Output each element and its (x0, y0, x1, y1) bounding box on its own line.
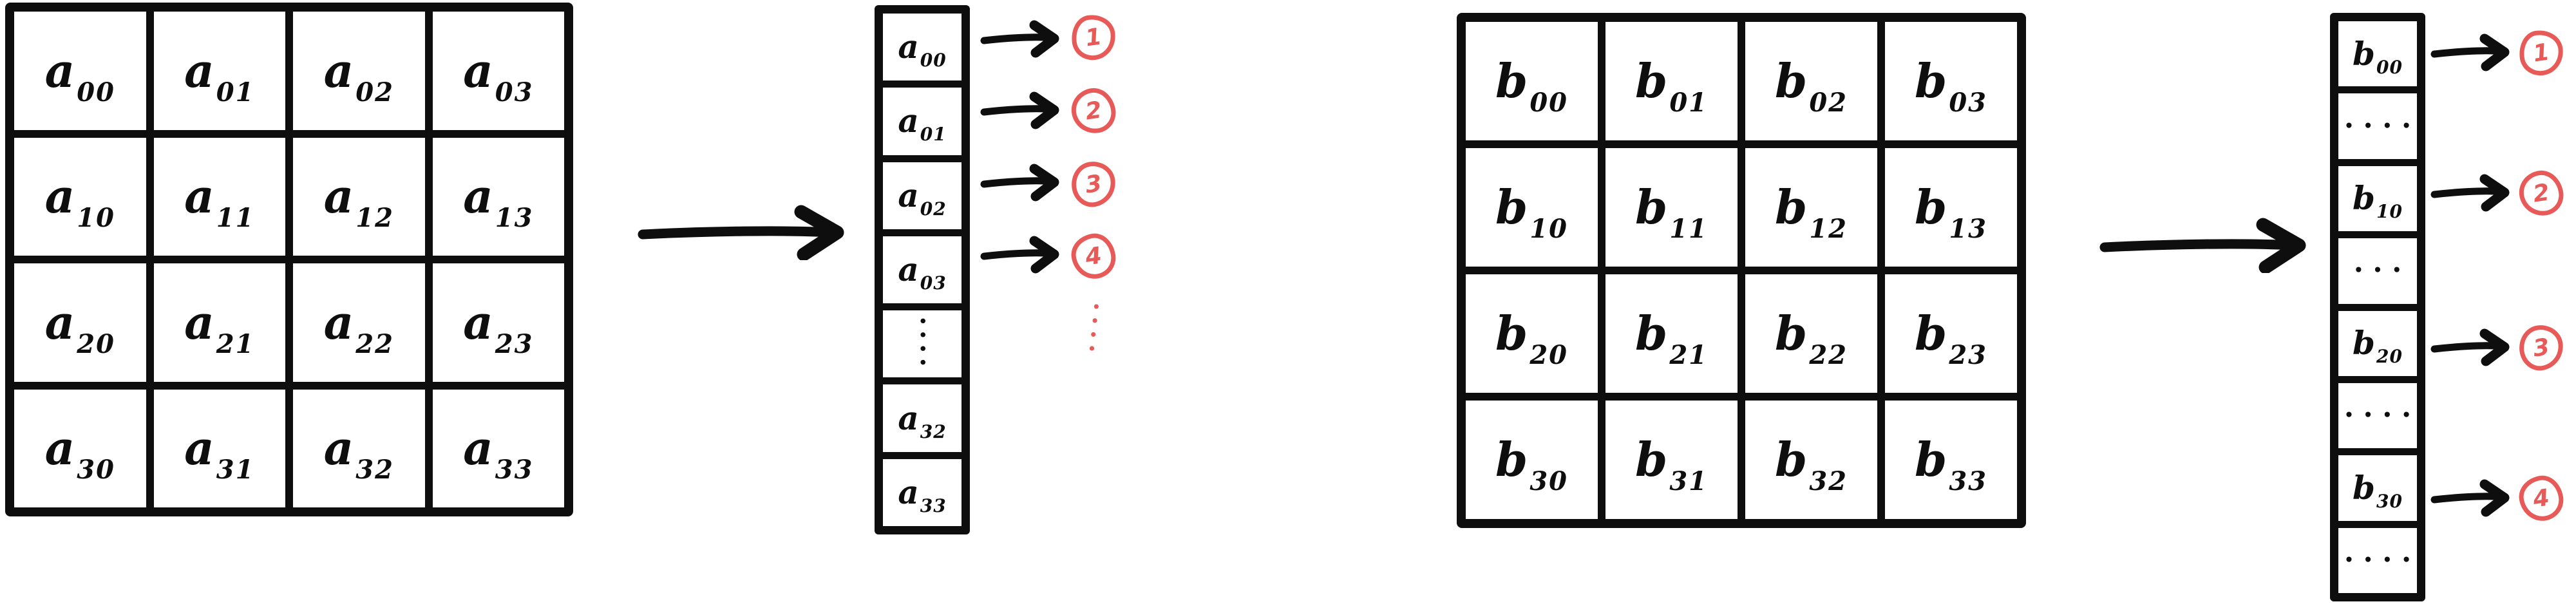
vertical-ellipsis: •••• (914, 316, 931, 372)
memcol-a-cell-a02: a02 (883, 162, 961, 229)
order-marker-b-3: 3 (2516, 322, 2566, 373)
order-marker-b-1: 1 (2516, 27, 2566, 79)
matrix-a-cell-a20: a20 (14, 263, 146, 382)
matrix-b-cell-b32: b32 (1745, 401, 1877, 519)
order-marker-a-2: 2 (1068, 85, 1119, 137)
memory-column-a: a00 a01 a02 a03 •••• a32 a33 (875, 5, 970, 534)
matrix-b-cell-b00: b00 (1466, 22, 1598, 140)
order-marker-a-1: 1 (1068, 12, 1119, 63)
flatten-arrow-a-icon (636, 203, 858, 260)
memcol-b-cell-b00: b00 (2338, 21, 2417, 87)
matrix-b-cell-b13: b13 (1885, 148, 2017, 267)
matrix-a-cell-a10: a10 (14, 137, 146, 256)
memcol-b-cell-gap4: •••• (2338, 527, 2417, 593)
matrix-a: a00 a01 a02 a03 a10 a11 a12 a13 a20 a21 … (5, 3, 573, 516)
memcol-a-cell-ellipsis: •••• (883, 310, 961, 378)
memcol-a-cell-a32: a32 (883, 384, 961, 452)
matrix-b-cell-b11: b11 (1605, 148, 1738, 267)
matrix-a-cell-a02: a02 (293, 12, 425, 130)
skipped-elements-dots: •••• (2344, 551, 2417, 569)
cell-label: a (44, 42, 75, 98)
matrix-a-cell-a22: a22 (293, 263, 425, 382)
matrix-a-cell-a12: a12 (293, 137, 425, 256)
access-arrow-b-4-icon (2429, 478, 2514, 518)
flatten-arrow-b-icon (2098, 216, 2320, 273)
memcol-a-cell-a01: a01 (883, 88, 961, 155)
matrix-a-cell-a33: a33 (432, 389, 564, 507)
order-marker-a-4: 4 (1068, 231, 1119, 282)
matrix-b-cell-b03: b03 (1885, 22, 2017, 140)
order-marker-a-3: 3 (1068, 158, 1119, 210)
memcol-b-cell-b20: b20 (2338, 310, 2417, 376)
matrix-a-cell-a00: a00 (14, 12, 146, 130)
memcol-b-cell-gap1: •••• (2338, 93, 2417, 159)
memcol-a-cell-a00: a00 (883, 14, 961, 81)
matrix-b-cell-b31: b31 (1605, 401, 1738, 519)
access-arrow-b-1-icon (2429, 33, 2514, 73)
matrix-b-cell-b23: b23 (1885, 274, 2017, 393)
matrix-a-cell-a32: a32 (293, 389, 425, 507)
memcol-a-cell-a33: a33 (883, 458, 961, 526)
memcol-a-cell-a03: a03 (883, 236, 961, 304)
matrix-a-cell-a11: a11 (153, 137, 285, 256)
access-arrow-a-3-icon (979, 163, 1064, 203)
matrix-b-cell-b02: b02 (1745, 22, 1877, 140)
matrix-a-cell-a23: a23 (432, 263, 564, 382)
matrix-a-cell-a13: a13 (432, 137, 564, 256)
memcol-b-cell-b10: b10 (2338, 165, 2417, 232)
order-marker-b-2: 2 (2516, 167, 2566, 219)
skipped-elements-dots: •••• (2344, 407, 2417, 424)
memcol-b-cell-gap2: ••• (2338, 238, 2417, 304)
access-arrow-b-3-icon (2429, 328, 2514, 368)
matrix-a-cell-a31: a31 (153, 389, 285, 507)
matrix-b-cell-b10: b10 (1466, 148, 1598, 267)
matrix-a-cell-a01: a01 (153, 12, 285, 130)
skipped-elements-dots: ••• (2353, 262, 2412, 279)
memcol-b-cell-gap3: •••• (2338, 382, 2417, 449)
access-arrow-a-2-icon (979, 91, 1064, 131)
skipped-elements-dots: •••• (2344, 117, 2417, 135)
matrix-b-cell-b20: b20 (1466, 274, 1598, 393)
matrix-a-cell-a30: a30 (14, 389, 146, 507)
matrix-a-cell-a21: a21 (153, 263, 285, 382)
matrix-b-cell-b30: b30 (1466, 401, 1598, 519)
access-arrow-a-4-icon (979, 235, 1064, 275)
access-arrow-b-2-icon (2429, 173, 2514, 213)
matrix-b-cell-b33: b33 (1885, 401, 2017, 519)
memory-column-b: b00 •••• b10 ••• b20 •••• b30 •••• (2330, 13, 2425, 601)
matrix-b-cell-b01: b01 (1605, 22, 1738, 140)
matrix-b-cell-b21: b21 (1605, 274, 1738, 393)
matrix-a-cell-a03: a03 (432, 12, 564, 130)
order-continues-ellipsis: •••• (1083, 301, 1104, 359)
matrix-b-cell-b12: b12 (1745, 148, 1877, 267)
order-marker-b-4: 4 (2516, 473, 2566, 524)
matrix-b-cell-b22: b22 (1745, 274, 1877, 393)
memcol-b-cell-b30: b30 (2338, 455, 2417, 521)
matrix-b: b00 b01 b02 b03 b10 b11 b12 b13 b20 b21 … (1457, 13, 2026, 528)
access-arrow-a-1-icon (979, 19, 1064, 59)
